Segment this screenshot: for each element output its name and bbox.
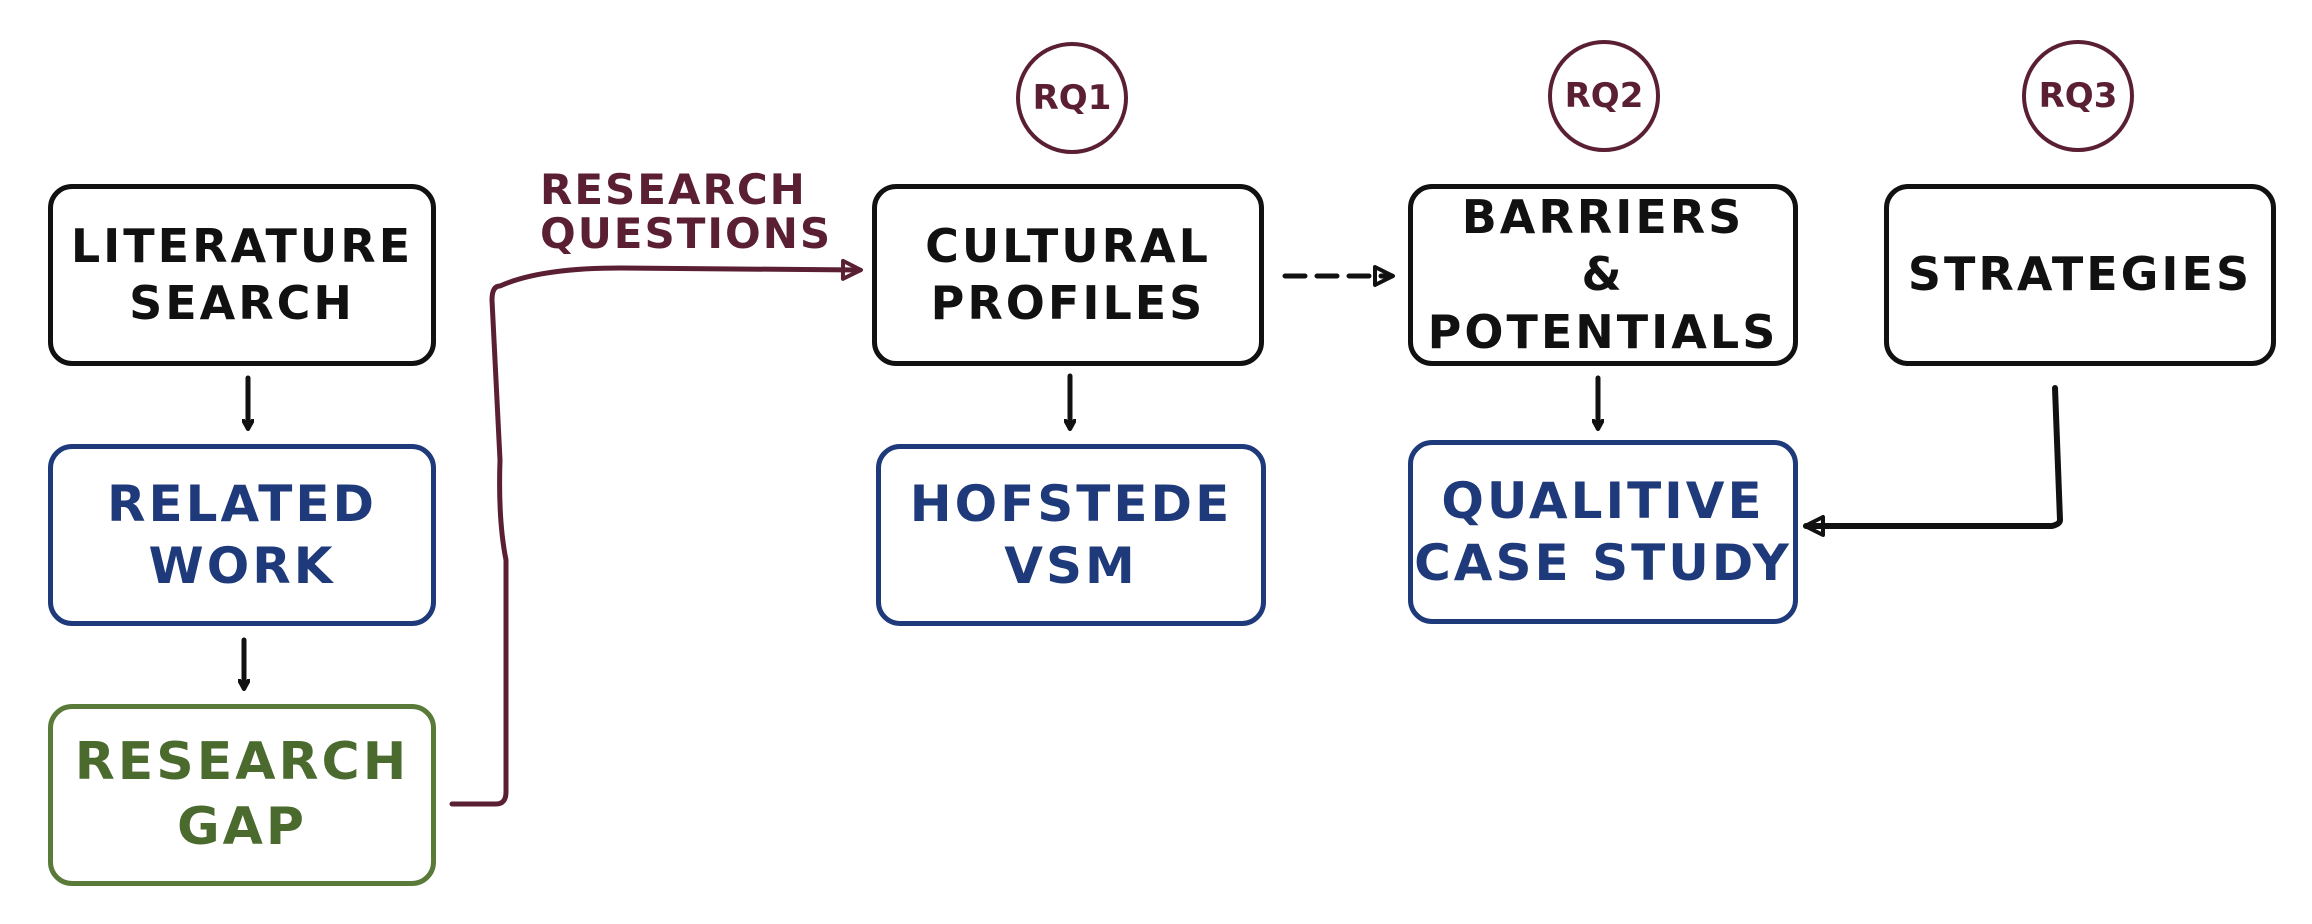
node-research-gap-line2: GAP xyxy=(176,797,308,857)
node-qualitive-case-study: QUALITIVE CASE STUDY xyxy=(1408,440,1798,624)
node-barriers-potentials-line1: BARRIERS xyxy=(1461,189,1745,244)
node-cultural-profiles-line2: PROFILES xyxy=(930,276,1206,330)
rq3-label: RQ3 xyxy=(2038,76,2118,116)
research-questions-label-line2: QUESTIONS xyxy=(540,209,833,259)
node-cultural-profiles: CULTURAL PROFILES xyxy=(872,184,1264,366)
rq2-badge: RQ2 xyxy=(1548,40,1660,152)
node-related-work-line2: WORK xyxy=(148,537,336,595)
rq2-label: RQ2 xyxy=(1564,76,1644,116)
rq1-label: RQ1 xyxy=(1032,78,1112,118)
node-research-gap: RESEARCH GAP xyxy=(48,704,436,886)
node-strategies: STRATEGIES xyxy=(1884,184,2276,366)
node-literature-search: LITERATURE SEARCH xyxy=(48,184,436,366)
node-strategies-line1: STRATEGIES xyxy=(1907,247,2253,302)
rq3-badge: RQ3 xyxy=(2022,40,2134,152)
node-hofstede-vsm-line1: HOFSTEDE xyxy=(909,474,1233,533)
node-related-work: RELATED WORK xyxy=(48,444,436,626)
node-literature-search-line1: LITERATURE xyxy=(70,218,414,273)
arrow-strategies-to-case-study xyxy=(1803,385,2063,537)
node-hofstede-vsm-line2: VSM xyxy=(1004,537,1138,595)
rq1-badge: RQ1 xyxy=(1016,42,1128,154)
arrow-gap-to-cultural xyxy=(449,258,863,807)
node-literature-search-line2: SEARCH xyxy=(129,276,355,330)
node-cultural-profiles-line1: CULTURAL xyxy=(925,218,1211,273)
node-research-gap-line1: RESEARCH xyxy=(74,732,410,792)
research-questions-label-line1: RESEARCH xyxy=(540,165,807,214)
node-hofstede-vsm: HOFSTEDE VSM xyxy=(876,444,1266,626)
node-qualitive-case-study-line1: QUALITIVE xyxy=(1441,471,1765,530)
node-barriers-potentials-line2: & POTENTIALS xyxy=(1427,247,1779,359)
research-questions-label: RESEARCH QUESTIONS xyxy=(540,165,833,259)
node-qualitive-case-study-line2: CASE STUDY xyxy=(1414,534,1792,592)
node-barriers-potentials: BARRIERS & POTENTIALS xyxy=(1408,184,1798,366)
node-related-work-line1: RELATED xyxy=(106,474,378,533)
